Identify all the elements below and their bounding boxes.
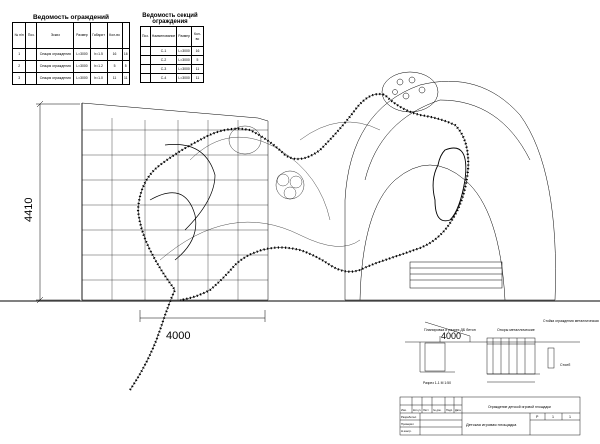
fence-cell-extra: 11 [121, 72, 130, 85]
fence-cell-dim: h=1.0 [89, 72, 108, 85]
detail-width-dimension: 4000 [441, 331, 461, 341]
title-role-cell: Проверил [401, 422, 414, 426]
title-main-text: Ограждение детской игровой площадки [488, 405, 551, 409]
title-left-cell: Кол.уч [413, 408, 421, 412]
fence-cell-sketch: Секция ограждения [36, 48, 75, 61]
title-sheet-number: 1 [552, 415, 554, 419]
title-sheet-count: 1 [569, 415, 571, 419]
title-block [399, 396, 581, 436]
bottom-dimension: 4000 [166, 330, 190, 342]
title-role-cell: Н.контр. [401, 429, 412, 433]
title-sheet-title: Детская игровая площадка [466, 422, 517, 427]
section-schedule-title: Ведомость секций ограждения [142, 13, 198, 25]
title-left-cell: Изм. [401, 408, 407, 412]
building-outline [81, 102, 269, 301]
building-grid [82, 118, 268, 300]
title-stage: Р [536, 415, 539, 419]
bench [409, 261, 503, 289]
fence-cell-qty: 11 [106, 72, 123, 85]
title-left-cell: № док. [433, 409, 442, 412]
detail-label-right: Стойка ограждения металлическая [543, 319, 599, 323]
section-note: Разрез 1-1 М 1:50 [423, 381, 451, 385]
title-role-cell: Разработал [401, 415, 417, 419]
title-left-cell: Лист [423, 408, 429, 412]
arch-structure [344, 81, 556, 301]
vertical-dimension: 4410 [23, 198, 35, 222]
section-cell-qty: 11 [190, 73, 205, 83]
fence-cell-size: L=3000 [73, 72, 91, 85]
section-header-cell: Кол-во [190, 26, 205, 47]
fence-schedule-title: Ведомость ограждений [32, 14, 110, 21]
title-left-cell: Подп. [446, 408, 453, 412]
fence-line [129, 92, 470, 391]
detail-label-far-right: Столб [560, 363, 570, 367]
inner-oval [432, 147, 467, 222]
title-left-cell: Дата [455, 408, 461, 412]
detail-label-left: Планировка и разрез ДБ бетон [424, 328, 476, 332]
section-detail [405, 321, 580, 383]
section-cell-name: С-4 [149, 73, 178, 83]
fence-cell-n: 3 [11, 72, 27, 85]
tree-symbol [275, 170, 305, 200]
detail-label-middle: Опоры металлические [497, 328, 535, 332]
fence-cell-sketch: Секция ограждения [36, 72, 75, 85]
